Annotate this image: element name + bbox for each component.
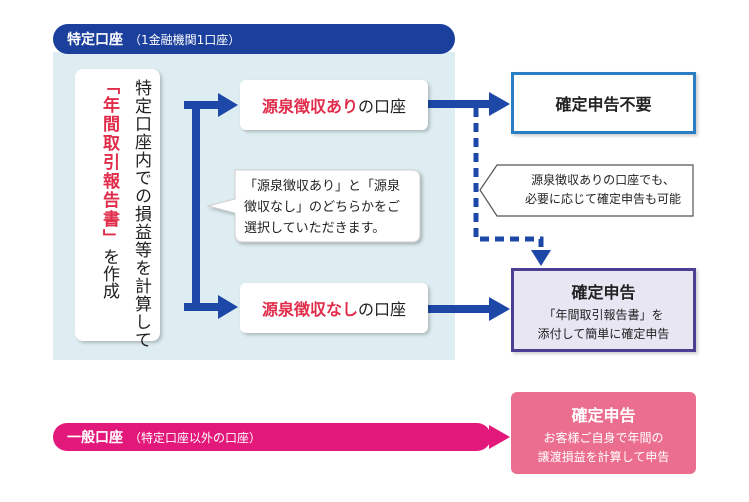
result-required-line: 「年間取引報告書」を — [543, 308, 664, 322]
choice-note-line: 選択していただきます。 — [244, 221, 386, 236]
arrowhead-ari-to-unneeded — [489, 92, 510, 116]
option-ari-red: 源泉徴収あり — [261, 97, 358, 116]
choice-note-line: 「源泉徴収あり」と「源泉 — [244, 179, 401, 194]
choice-note: 「源泉徴収あり」と「源泉 徴収なし」のどちらかをご 選択していただきます。 — [235, 170, 420, 242]
result-self-filing: 確定申告 お客様ご自身で年間の 譲渡損益を計算して申告 — [511, 392, 696, 474]
ippan-sub-label: （特定口座以外の口座） — [129, 430, 262, 445]
result-self-desc: お客様ご自身で年間の 譲渡損益を計算して申告 — [511, 429, 696, 467]
bracket-line — [184, 101, 200, 311]
option-nashi-rest: の口座 — [358, 300, 407, 319]
tokutei-label: 特定口座 — [67, 32, 123, 48]
arrowhead-ippan — [489, 425, 510, 449]
dashed-optional-path — [473, 108, 544, 252]
result-self-line: お客様ご自身で年間の — [543, 431, 664, 445]
result-self-title: 確定申告 — [571, 406, 636, 425]
option-ari-rest: の口座 — [358, 97, 407, 116]
side-note-line: 源泉徴収ありの口座でも、 — [531, 173, 675, 187]
choice-note-line: 徴収なし」のどちらかをご — [244, 200, 401, 215]
tokutei-sub-label: （1金融機関1口座） — [129, 32, 241, 47]
report-suffix: を作成 — [99, 248, 119, 299]
annual-report-box: 特定口座内での損益等を計算して 「年間取引報告書」を作成 — [75, 69, 160, 349]
arrowhead-to-nashi — [218, 295, 238, 319]
result-no-filing-needed: 確定申告不要 — [511, 72, 696, 134]
result-required-title: 確定申告 — [571, 283, 636, 302]
report-name-column: 「年間取引報告書」を作成 — [98, 77, 119, 299]
result-required-desc: 「年間取引報告書」を 添付して簡単に確定申告 — [514, 306, 693, 344]
report-name: 「年間取引報告書」 — [99, 77, 119, 248]
option-withholding-no: 源泉徴収なしの口座 — [240, 283, 428, 333]
result-required-line: 添付して簡単に確定申告 — [537, 327, 670, 341]
side-note-line: 必要に応じて確定申告も可能 — [524, 192, 681, 206]
tokutei-account-header: 特定口座 （1金融機関1口座） — [53, 24, 455, 54]
option-nashi-red: 源泉徴収なし — [261, 300, 358, 319]
side-note-shape — [479, 164, 694, 217]
report-intro-text: 特定口座内での損益等を計算して — [131, 79, 151, 349]
arrowhead-nashi-to-required — [489, 297, 510, 321]
ippan-label: 一般口座 — [67, 430, 123, 446]
option-withholding-yes: 源泉徴収ありの口座 — [240, 80, 428, 130]
arrowhead-to-ari — [218, 93, 238, 117]
result-filing-required: 確定申告 「年間取引報告書」を 添付して簡単に確定申告 — [511, 268, 696, 352]
result-unneeded-title: 確定申告不要 — [555, 95, 652, 114]
ippan-account-pill: 一般口座 （特定口座以外の口座） — [53, 423, 491, 451]
choice-note-bubble — [206, 169, 421, 243]
side-note: 源泉徴収ありの口座でも、 必要に応じて確定申告も可能 — [497, 165, 693, 217]
dashed-arrowhead — [531, 250, 551, 266]
result-self-line: 譲渡損益を計算して申告 — [537, 450, 670, 464]
